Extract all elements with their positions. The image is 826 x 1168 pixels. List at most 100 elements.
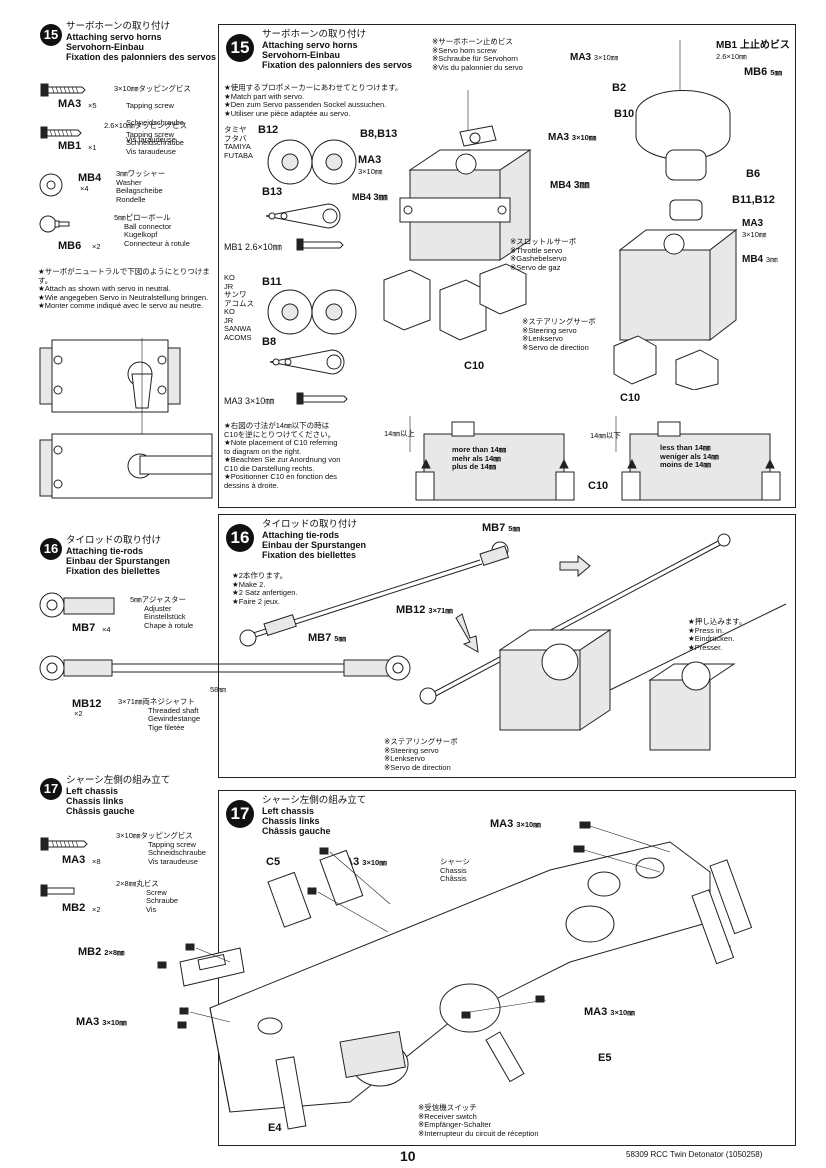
mb7-bot-size: 5㎜ [334,634,346,643]
tie-rod-assembly-diagram [239,533,787,751]
ma3-right-text: MA3 [584,1006,608,1018]
step-15-heading-frame: サーボホーンの取り付け Attaching servo horns Servoh… [262,29,412,71]
tapping-screw-icon [40,837,88,851]
label-mb6: MB6 5㎜ [744,66,782,78]
mb7-bot-text: MB7 [308,632,332,644]
label-c10-dim: C10 [588,480,609,492]
step-15-heading-jp: サーボホーンの取り付け [66,21,171,32]
heading-de: Chassis links [66,796,124,806]
part-fr: Vis taraudeuse [126,134,176,144]
part-de: Gewindestange [148,714,201,723]
heading-de: Einbau der Spurstangen [66,556,171,566]
dim-under-label: 14㎜以下 [590,431,621,440]
ma3-left-size: 3×10㎜ [102,1018,127,1027]
part-code: MB6 [58,240,82,252]
part-jp: 5㎜ピローボール [114,213,171,222]
heading-de: Einbau der Spurstangen [262,540,367,550]
label-mb4-mid-right: MB4 3㎜ [550,180,590,191]
part-de: Einstellstück [144,612,186,621]
washer-icon [39,173,63,197]
mb1-top-size: 2.6×10㎜ [716,52,747,61]
ma3-top-size: 3×10㎜ [516,820,541,829]
label-b6: B6 [746,168,761,180]
tie-rod-length: 58㎜ [210,685,226,694]
part-en: Adjuster [144,603,172,613]
heading-fr: Fixation des biellettes [262,550,357,560]
mb12-size: 3×71㎜ [428,606,453,615]
part-qty: ×5 [88,101,97,110]
ma3-size: 3×10㎜ [571,133,597,142]
step-17-frame-badge: 17 [226,800,254,828]
label-b11: B11 [262,276,282,288]
mb7-top-text: MB7 [482,522,506,534]
part-en: Tapping screw [126,129,174,139]
mb4-r-size: 3㎜ [765,255,778,264]
part-qty: ×2 [74,709,83,718]
label-mb1-26: MB1 2.6×10㎜ [224,242,282,252]
label-e5: E5 [598,1052,612,1064]
label-mb4-right: MB4 3㎜ [742,254,778,265]
part-en: Ball connector [124,221,172,231]
label-mb4-mid: MB4 3㎜ [352,192,388,202]
part-en: Threaded shaft [148,705,199,715]
part-qty: ×2 [92,905,101,914]
part-desc: 3㎜ワッシャー Washer Beilagscheibe Rondelle [116,169,165,204]
step-15-heading-en: Attaching servo horns [66,32,162,42]
heading-de: Servohorn-Einbau [262,50,341,60]
step-15-heading-de: Servohorn-Einbau [66,42,145,52]
label-ma3-mid-size: 3×10㎜ [358,167,383,176]
part-fr: Vis taraudeuse [148,856,198,866]
label-ma3-left: MA3 3×10㎜ [76,1016,127,1028]
part-en: Washer [116,177,142,187]
brands-ko-sanwa: KO JR サンワ アコムス KO JR SANWA ACOMS [224,273,254,342]
heading-en: Attaching tie-rods [262,530,340,540]
part-desc: 3×10㎜タッピングビス Tapping screw Schneidschrau… [116,831,206,866]
part-de: Schneidschraube [126,117,184,127]
heading-jp: サーボホーンの取り付け [262,29,367,40]
label-e4-bottom: E4 [268,1122,282,1134]
heading-jp: シャーシ左側の組み立て [262,795,367,806]
mb12-text: MB12 [396,604,426,616]
heading-fr: Châssis gauche [262,826,331,836]
part-en: Screw [146,887,167,897]
step-16-frame [218,514,796,778]
step-16-heading-frame: タイロッドの取り付け Attaching tie-rods Einbau der… [262,519,367,561]
heading-en: Left chassis [262,806,315,816]
part-fr: Vis [146,904,157,914]
clearance-over-diagram [409,416,575,501]
part-code: MB12 [72,698,102,710]
part-code: MB1 [58,140,82,152]
tie-rod-diagram [39,655,411,681]
part-desc: 5㎜ピローボール Ball connector Kugelkopf Connec… [114,213,190,248]
part-fr: Rondelle [116,194,146,204]
parts-list-15: MA3 ×5 3×10㎜タッピングビス Tapping screw Schnei… [36,74,216,264]
part-code: MB7 [72,622,96,634]
label-mb12: MB12 3×71㎜ [396,604,453,616]
ma3-r-text: MA3 [570,52,592,63]
maker-note: ★使用するプロポメーカーにあわせてとりつけます。 ★Match part wit… [224,83,403,118]
part-jp: 5㎜アジャスター [130,595,186,604]
part-code: MB4 [78,172,102,184]
mb2-text: MB2 [78,946,102,958]
c10-note: ★右図の寸法が14㎜以下の時は C10を逆にとりつけてください。 ★Note p… [224,421,341,490]
heading-jp: タイロッドの取り付け [262,519,358,530]
steering-servo-note: ※ステアリングサーボ ※Steering servo ※Lenkservo ※S… [522,317,596,352]
brands-futaba: タミヤ フタバ TAMIYA FUTABA [224,125,254,160]
label-b8b13: B8,B13 [360,128,398,140]
mb2-size: 2×8㎜ [104,948,125,957]
mb4-r-text: MB4 [742,254,764,265]
part-desc: 3×10㎜タッピングビス Tapping screw Schneidschrau… [114,76,191,144]
part-fr: Connecteur à rotule [124,238,190,248]
horn-b8-diagram [269,349,345,375]
steering-servo-diagram [613,40,738,390]
step-15-frame-badge: 15 [226,34,254,62]
steering-servo-note-16: ※ステアリングサーボ ※Steering servo ※Lenkservo ※S… [384,737,458,772]
part-de: Schraube [146,896,179,905]
clearance-under-diagram [615,416,781,501]
ma3-top-text: MA3 [490,818,514,830]
mb6-text: MB6 [744,66,768,78]
label-mb2: MB2 2×8㎜ [78,946,125,958]
label-c10-mid: C10 [464,360,485,372]
heading-de: Chassis links [262,816,320,826]
